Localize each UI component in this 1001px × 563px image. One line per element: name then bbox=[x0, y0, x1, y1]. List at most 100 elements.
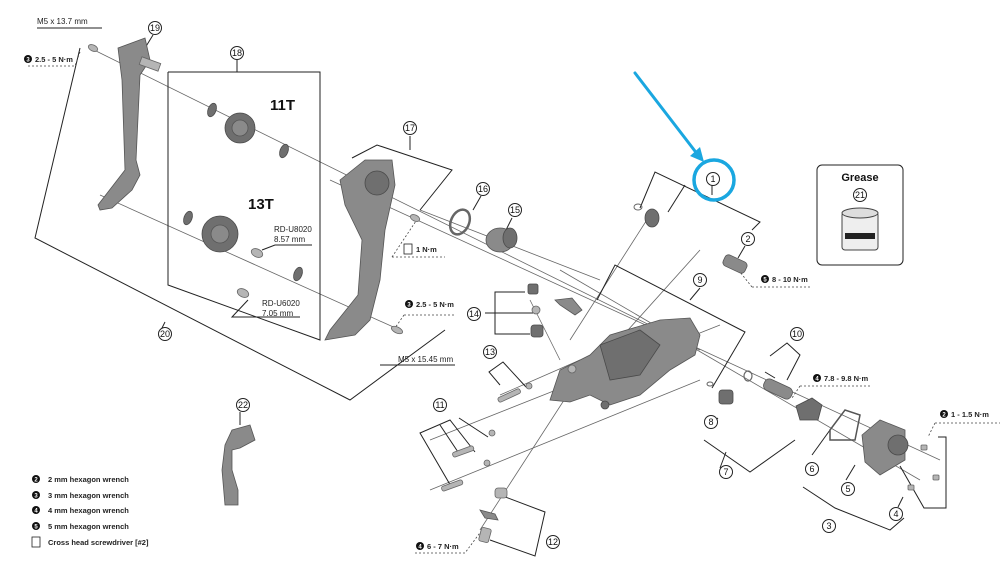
legend-item: 2 2 mm hexagon wrench bbox=[32, 475, 129, 484]
svg-text:2: 2 bbox=[942, 413, 946, 419]
svg-text:14: 14 bbox=[469, 309, 479, 319]
svg-text:3 mm hexagon wrench: 3 mm hexagon wrench bbox=[48, 491, 129, 500]
ring-16-bushing-15 bbox=[448, 208, 518, 253]
callout-6[interactable]: 6 bbox=[805, 462, 819, 476]
callout-16[interactable]: 16 bbox=[476, 182, 490, 196]
svg-text:3: 3 bbox=[26, 58, 30, 64]
svg-text:16: 16 bbox=[478, 184, 488, 194]
hex-wrench-icon bbox=[416, 542, 424, 550]
grease-box: Grease bbox=[816, 164, 904, 266]
svg-text:9: 9 bbox=[697, 275, 702, 285]
tool-legend: 2 2 mm hexagon wrench 3 3 mm hexagon wre… bbox=[31, 475, 149, 548]
legend-item: Cross head screwdriver [#2] bbox=[31, 536, 149, 548]
callout-12[interactable]: 12 bbox=[546, 535, 560, 549]
grease-title: Grease bbox=[841, 172, 878, 184]
torque-12: 4 6 - 7 N·m bbox=[416, 542, 459, 551]
svg-text:2 mm hexagon wrench: 2 mm hexagon wrench bbox=[48, 475, 129, 484]
callout-18[interactable]: 18 bbox=[230, 46, 244, 60]
spacer-u6020-model: RD-U6020 bbox=[262, 299, 300, 308]
torque-value: 7.8 - 9.8 N·m bbox=[824, 374, 869, 383]
callout-2[interactable]: 2 bbox=[741, 232, 755, 246]
callout-14[interactable]: 14 bbox=[467, 307, 481, 321]
callout-10[interactable]: 10 bbox=[790, 327, 804, 341]
annotation-arrow-head bbox=[690, 147, 704, 162]
dimension-labels: M5 x 13.7 mm M5 x 15.45 mm 11T 13T RD-U8… bbox=[37, 17, 455, 366]
callout-19[interactable]: 19 bbox=[148, 21, 162, 35]
pulley-11t-label: 11T bbox=[270, 97, 295, 114]
callout-5[interactable]: 5 bbox=[841, 482, 855, 496]
callout-8[interactable]: 8 bbox=[704, 415, 718, 429]
callout-9[interactable]: 9 bbox=[693, 273, 707, 287]
callout-15[interactable]: 15 bbox=[508, 203, 522, 217]
spacer-u8020-length: 8.57 mm bbox=[274, 235, 305, 244]
svg-text:4: 4 bbox=[815, 377, 819, 383]
callout-17[interactable]: 17 bbox=[403, 121, 417, 135]
callout-21[interactable]: 21 bbox=[853, 188, 867, 202]
svg-text:8: 8 bbox=[708, 417, 713, 427]
hex-wrench-2mm-icon bbox=[32, 475, 40, 483]
hex-wrench-4mm-icon bbox=[32, 506, 40, 514]
svg-text:17: 17 bbox=[405, 123, 415, 133]
spacer-u6020-length: 7.05 mm bbox=[262, 309, 293, 318]
callout-4[interactable]: 4 bbox=[889, 507, 903, 521]
svg-text:6: 6 bbox=[809, 464, 814, 474]
torque-4: 2 1 - 1.5 N·m bbox=[940, 410, 989, 419]
motor-parts bbox=[706, 370, 940, 491]
svg-text:5: 5 bbox=[34, 525, 38, 531]
svg-text:3: 3 bbox=[34, 494, 38, 500]
svg-text:Cross head screwdriver [#2]: Cross head screwdriver [#2] bbox=[48, 538, 149, 547]
legend-item: 3 3 mm hexagon wrench bbox=[32, 491, 129, 500]
svg-text:21: 21 bbox=[855, 190, 865, 200]
hex-wrench-5mm-icon bbox=[32, 522, 40, 530]
callout-7[interactable]: 7 bbox=[719, 465, 733, 479]
torque-2: 5 8 - 10 N·m bbox=[761, 275, 808, 284]
torque-17: 1 N·m bbox=[403, 243, 437, 255]
torque-20: 3 2.5 - 5 N·m bbox=[405, 300, 454, 309]
bolt-bottom-dimension: M5 x 15.45 mm bbox=[398, 355, 453, 364]
pulley-13t-label: 13T bbox=[248, 196, 274, 213]
svg-text:20: 20 bbox=[160, 329, 170, 339]
main-body-9 bbox=[549, 317, 701, 410]
svg-text:11: 11 bbox=[435, 400, 444, 410]
screwdriver-icon bbox=[31, 536, 41, 548]
svg-text:18: 18 bbox=[232, 48, 242, 58]
part-22 bbox=[221, 424, 256, 506]
torque-value: 2.5 - 5 N·m bbox=[35, 55, 73, 64]
bolt-13 bbox=[497, 382, 533, 403]
torque-value: 1 N·m bbox=[416, 245, 437, 254]
highlight-annotation bbox=[633, 71, 736, 202]
torque-value: 1 - 1.5 N·m bbox=[951, 410, 989, 419]
callout-13[interactable]: 13 bbox=[483, 345, 497, 359]
torque-labels: 3 2.5 - 5 N·m 1 N·m 3 2.5 - 5 N·m 5 8 - … bbox=[24, 55, 989, 551]
cable-parts-14 bbox=[527, 283, 583, 338]
svg-text:19: 19 bbox=[150, 23, 160, 33]
callout-20[interactable]: 20 bbox=[158, 327, 172, 341]
hex-wrench-icon bbox=[761, 275, 769, 283]
pulley-set-18 bbox=[183, 102, 303, 298]
torque-value: 2.5 - 5 N·m bbox=[416, 300, 454, 309]
legend-item: 4 4 mm hexagon wrench bbox=[32, 506, 129, 515]
svg-text:10: 10 bbox=[792, 329, 802, 339]
torque-10: 4 7.8 - 9.8 N·m bbox=[813, 374, 869, 383]
svg-text:13: 13 bbox=[485, 347, 495, 357]
torque-leaders bbox=[28, 51, 1000, 554]
callouts: 1 2 3 4 5 6 7 8 9 10 11 12 13 14 15 16 1… bbox=[148, 21, 903, 549]
svg-text:7: 7 bbox=[723, 467, 728, 477]
hex-wrench-icon bbox=[940, 410, 948, 418]
hex-wrench-icon bbox=[813, 374, 821, 382]
callout-11[interactable]: 11 bbox=[433, 398, 447, 412]
callout-3[interactable]: 3 bbox=[822, 519, 836, 533]
callout-22[interactable]: 22 bbox=[236, 398, 250, 412]
spacer-u8020-model: RD-U8020 bbox=[274, 225, 312, 234]
svg-text:15: 15 bbox=[510, 205, 520, 215]
callout-1[interactable]: 1 bbox=[706, 172, 720, 186]
spring-1-bolt-2 bbox=[633, 203, 748, 274]
bolts-11 bbox=[441, 429, 496, 492]
outer-plate-17 bbox=[324, 159, 421, 341]
svg-text:3: 3 bbox=[826, 521, 831, 531]
hex-wrench-icon bbox=[24, 55, 32, 63]
svg-text:22: 22 bbox=[238, 400, 248, 410]
parts-12 bbox=[478, 487, 508, 544]
svg-text:12: 12 bbox=[548, 537, 558, 547]
